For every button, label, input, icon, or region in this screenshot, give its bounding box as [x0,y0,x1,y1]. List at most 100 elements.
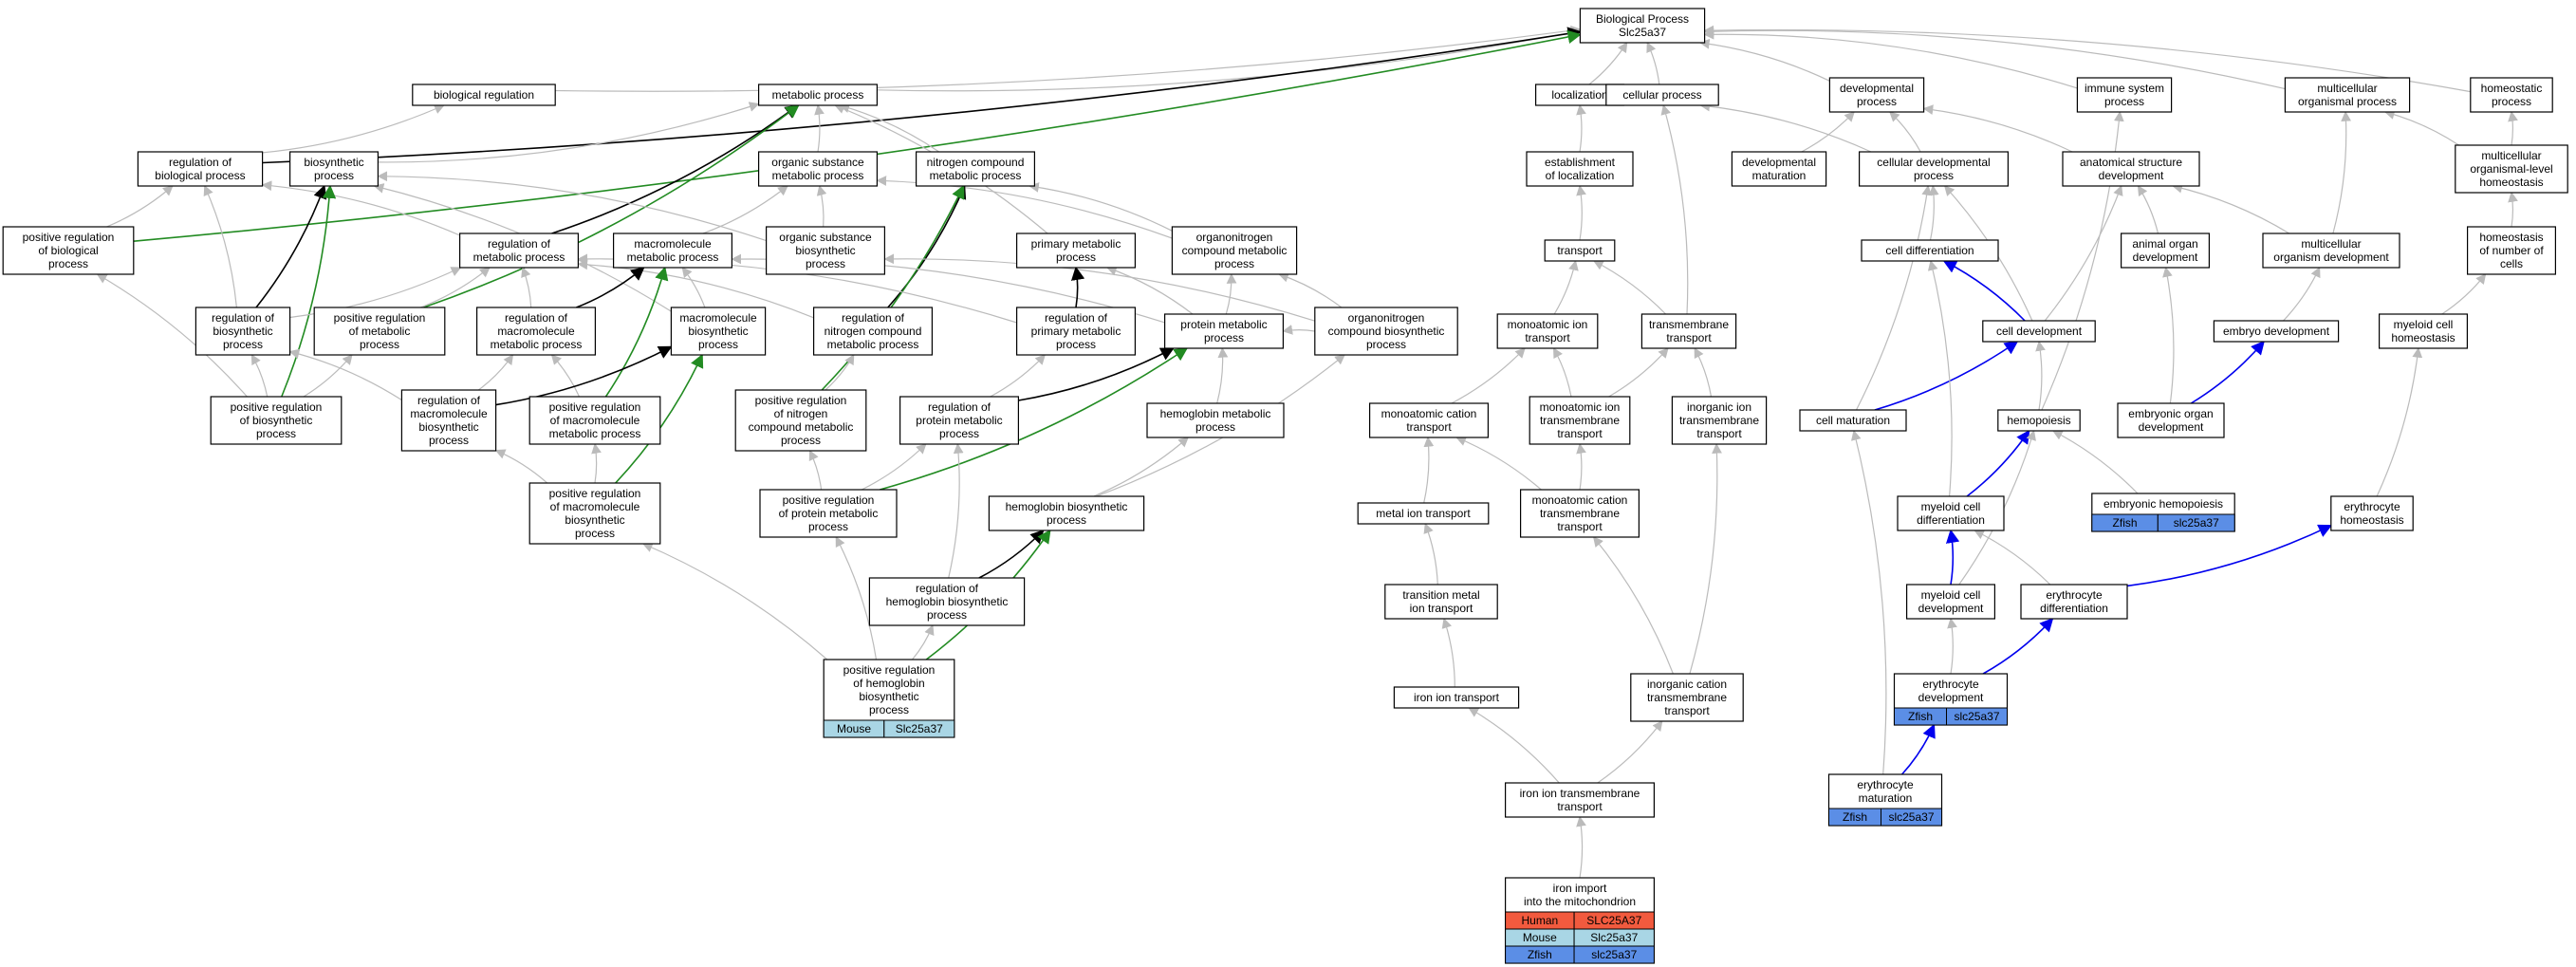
go-term-node[interactable]: cell differentiation [1861,239,1999,262]
go-term-node[interactable]: regulation ofmacromoleculebiosyntheticpr… [400,389,497,452]
go-term-node[interactable]: embryo development [2213,320,2340,343]
gene-cell [1881,808,1942,827]
is-a-edge [106,185,174,228]
is-a-edge [1703,26,2286,90]
is-a-edge [1278,272,1343,308]
node-label: process [1195,420,1235,434]
go-term-node[interactable]: localization [1534,84,1624,106]
go-term-node[interactable]: iron ion transport [1393,686,1520,709]
go-term-node[interactable]: cell maturation [1799,409,1907,432]
go-term-node[interactable]: transport [1544,239,1616,262]
go-term-node[interactable]: hemopoiesis [1997,409,2081,432]
node-label: process [429,434,469,447]
node-label: process [869,703,909,716]
go-term-node[interactable]: metabolic process [757,84,878,106]
node-label: hemoglobin metabolic [1160,407,1271,420]
node-label: positive regulation [755,394,847,407]
go-term-node[interactable]: metal ion transport [1357,502,1490,525]
node-label: homeostasis [2479,231,2543,244]
node-box [1731,151,1827,187]
regulates-edge [1874,341,2019,411]
regulates-edge [2126,524,2333,587]
node-box [1544,239,1616,262]
node-label: transmembrane [1649,318,1729,331]
is-a-edge [1576,103,1586,153]
node-box [2076,77,2173,113]
go-term-node[interactable]: cellular process [1605,84,1719,106]
go-term-node[interactable]: biological regulation [412,84,556,106]
regulates-edge [576,267,645,308]
node-box [612,232,732,269]
is-a-edge [2283,267,2321,322]
node-box [1163,313,1284,349]
node-label: monoatomic cation [1532,493,1628,507]
node-label: biosynthetic [565,513,624,527]
go-term-node[interactable]: cell development [1982,320,2096,343]
node-box [1640,313,1737,349]
is-a-edge [288,348,402,401]
node-box [1526,151,1634,187]
node-label: differentiation [1917,513,1985,527]
